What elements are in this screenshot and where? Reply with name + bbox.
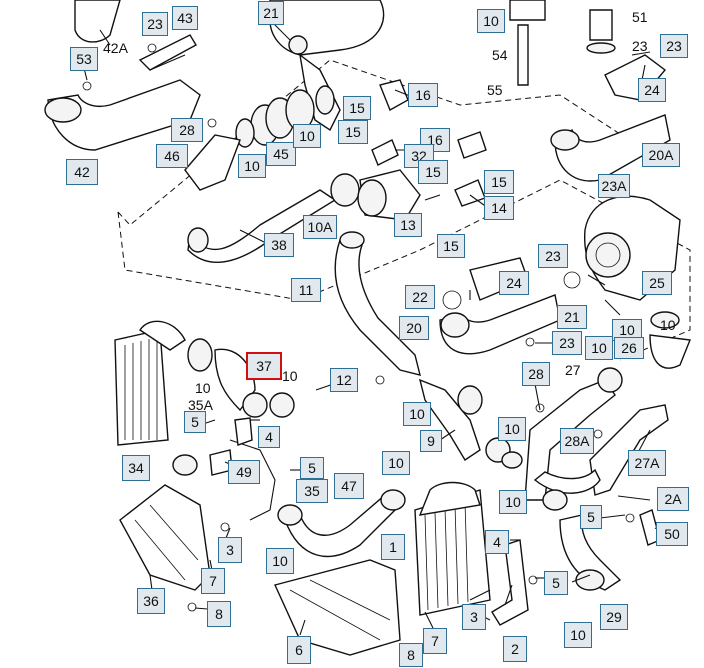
callout-1: 1	[381, 534, 405, 560]
plain-label-51: 51	[632, 9, 648, 25]
callout-3: 3	[462, 604, 486, 630]
callout-25: 25	[642, 271, 672, 295]
callout-9: 9	[420, 430, 442, 452]
callout-10: 10	[477, 9, 505, 33]
callout-15: 15	[343, 96, 371, 120]
callout-12: 12	[330, 368, 358, 392]
callout-23: 23	[142, 12, 168, 36]
plain-label-10: 10	[195, 380, 211, 396]
callout-6: 6	[287, 636, 311, 664]
pipe-27	[524, 379, 616, 501]
pipe-42	[47, 79, 201, 151]
callout-23: 23	[660, 34, 688, 58]
pipe-47	[284, 493, 396, 558]
callout-4: 4	[258, 426, 280, 448]
callout-27a: 27A	[628, 450, 666, 476]
callout-29: 29	[600, 604, 628, 630]
callout-28a: 28A	[560, 428, 594, 454]
callout-2a: 2A	[657, 487, 689, 511]
callout-15: 15	[484, 170, 514, 194]
callout-15: 15	[418, 160, 448, 184]
callout-14: 14	[484, 196, 514, 220]
callout-13: 13	[394, 213, 422, 237]
callout-10: 10	[498, 417, 526, 441]
callout-11: 11	[291, 278, 321, 302]
callout-4: 4	[485, 530, 509, 554]
callout-35: 35	[296, 479, 328, 503]
callout-10: 10	[238, 154, 266, 178]
callout-15: 15	[437, 234, 465, 258]
plain-label-10: 10	[660, 317, 676, 333]
callout-50: 50	[656, 522, 688, 546]
callout-3: 3	[218, 537, 242, 563]
callout-5: 5	[544, 571, 568, 595]
callout-20: 20	[399, 316, 429, 340]
callout-10: 10	[293, 124, 321, 148]
plain-label-10: 10	[282, 368, 298, 384]
callout-26: 26	[614, 337, 644, 359]
callout-10: 10	[564, 622, 592, 648]
callout-24: 24	[638, 78, 666, 102]
callout-23: 23	[552, 331, 582, 355]
callout-22: 22	[405, 285, 435, 309]
callout-10: 10	[585, 336, 613, 360]
callout-28: 28	[171, 118, 203, 142]
callout-7: 7	[423, 628, 447, 654]
pipe-11	[334, 239, 421, 376]
callout-15: 15	[338, 120, 368, 144]
turbo-top	[269, 0, 385, 56]
callout-8: 8	[399, 643, 423, 667]
plain-label-42a: 42A	[103, 40, 128, 56]
callout-8: 8	[207, 601, 231, 627]
callout-34: 34	[122, 455, 150, 481]
callout-2: 2	[503, 636, 527, 662]
plain-label-54: 54	[492, 47, 508, 63]
callout-28: 28	[522, 362, 550, 386]
callout-37-highlighted: 37	[246, 352, 282, 380]
plain-label-55: 55	[487, 82, 503, 98]
callout-49: 49	[228, 460, 260, 484]
callout-10: 10	[266, 548, 294, 574]
plain-label-53: 23	[632, 38, 648, 54]
callout-21: 21	[258, 1, 284, 25]
callout-36: 36	[137, 588, 165, 614]
callout-47: 47	[334, 473, 364, 499]
callout-45: 45	[266, 142, 296, 166]
callout-7: 7	[201, 568, 225, 594]
callout-21: 21	[557, 305, 587, 329]
callout-23: 23	[538, 244, 568, 268]
callout-46: 46	[156, 144, 188, 168]
callout-23: 53	[70, 47, 98, 71]
callout-10: 10	[403, 402, 431, 426]
callout-5: 5	[184, 411, 206, 433]
callout-10: 10	[382, 451, 410, 475]
callout-10: 10	[499, 490, 527, 514]
plain-label-27: 27	[565, 362, 581, 378]
shield-36	[119, 484, 211, 591]
callout-24: 24	[499, 271, 529, 295]
callout-5: 5	[300, 457, 324, 479]
callout-16: 16	[408, 83, 438, 107]
pipe-42a	[74, 0, 121, 43]
callout-42: 42	[66, 159, 98, 185]
plain-label-35a: 35A	[188, 397, 213, 413]
part-51	[589, 9, 613, 41]
callout-38: 38	[264, 233, 294, 257]
callout-5: 5	[580, 505, 602, 529]
callout-20a: 20A	[642, 143, 680, 167]
callout-23a: 23A	[598, 174, 630, 198]
callout-43: 43	[172, 6, 198, 30]
callout-10a: 10A	[303, 215, 337, 239]
intercooler-34	[114, 329, 169, 446]
